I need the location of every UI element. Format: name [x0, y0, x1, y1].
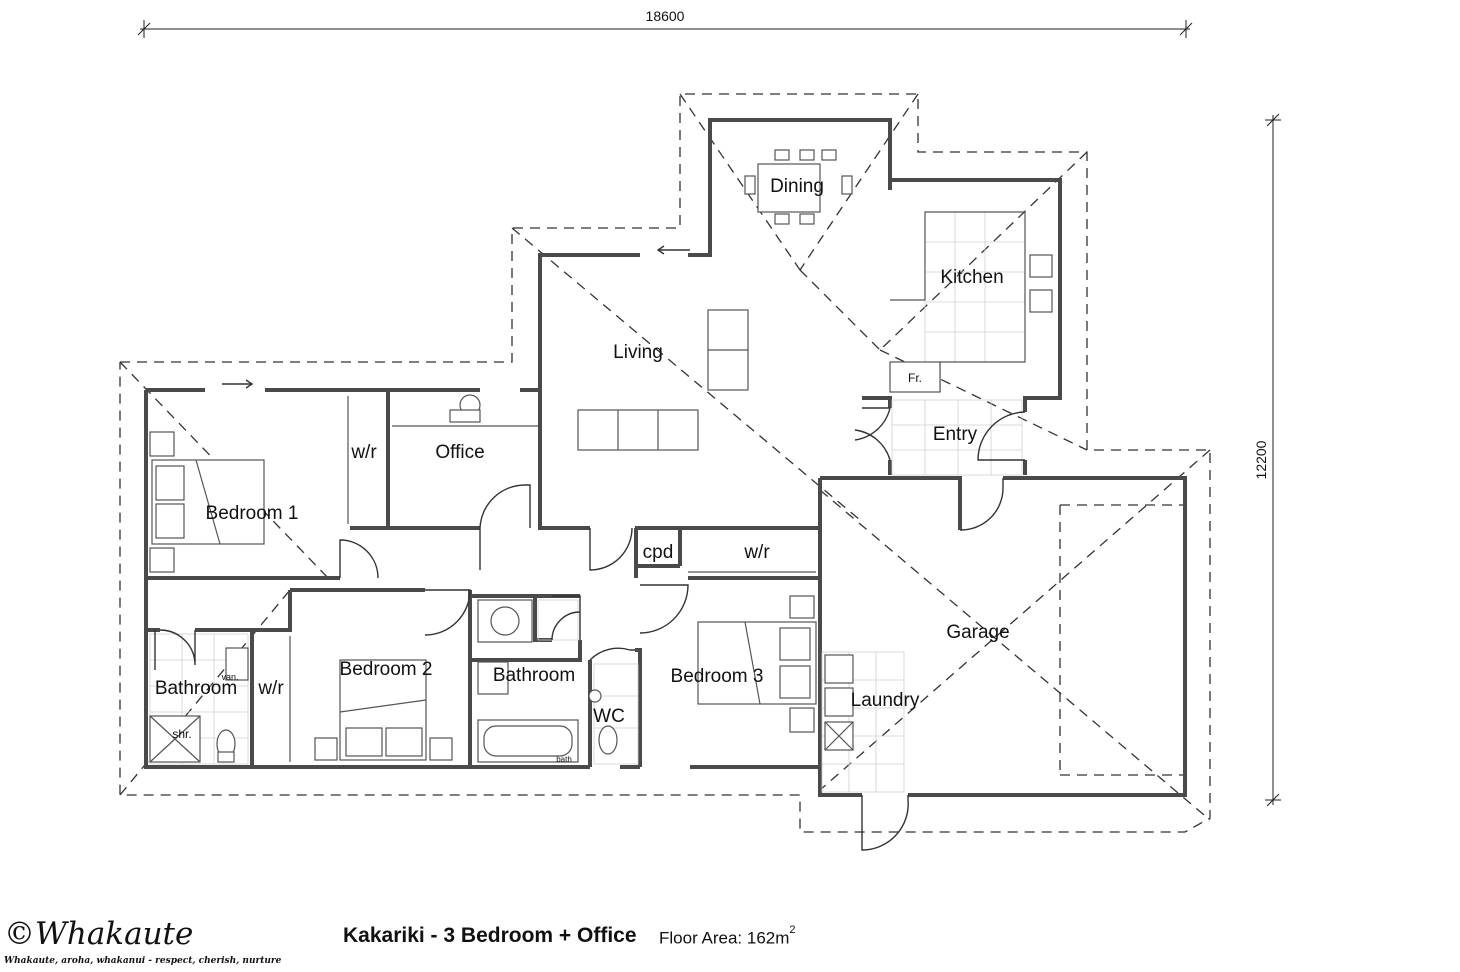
label-bathroom-mid: Bathroom — [493, 665, 575, 686]
label-bedroom-3: Bedroom 3 — [671, 666, 764, 687]
brand-logo: ©Whakaute — [4, 916, 194, 952]
interior-walls — [146, 180, 892, 767]
label-kitchen: Kitchen — [940, 267, 1003, 288]
living-sofas — [577, 309, 749, 451]
label-bedroom-1: Bedroom 1 — [206, 503, 299, 524]
label-bedroom-2: Bedroom 2 — [340, 659, 433, 680]
label-entry: Entry — [933, 424, 978, 445]
floor-area-label: Floor Area: 162m — [659, 928, 790, 948]
label-laundry: Laundry — [851, 690, 920, 711]
entry-tiles — [891, 399, 1023, 476]
kitchen-bench — [889, 211, 1053, 393]
dining-table — [744, 149, 853, 225]
label-shower: shr. — [172, 727, 191, 741]
label-living: Living — [613, 342, 663, 363]
exterior-walls — [144, 118, 1187, 797]
label-dining: Dining — [770, 176, 824, 197]
floor-area-unit: 2 — [789, 924, 796, 936]
floor-area: Floor Area: 162m2 — [659, 924, 796, 949]
depth-dimension: 12200 — [1253, 113, 1281, 807]
label-garage: Garage — [946, 622, 1009, 643]
roof-outline — [119, 93, 1211, 833]
width-dimension: 18600 — [137, 8, 1193, 38]
brand-tagline: Whakaute, aroha, whakanui - respect, che… — [4, 956, 282, 966]
plan-title: Kakariki - 3 Bedroom + Office — [343, 924, 637, 947]
bathroom-left-fixtures — [149, 647, 249, 763]
label-bath: bath — [556, 755, 572, 764]
doors — [154, 245, 1026, 851]
bathroom-mid-fixtures — [477, 599, 618, 763]
depth-dimension-label: 12200 — [1253, 440, 1269, 479]
laundry-fixtures — [824, 654, 854, 751]
label-cpd: cpd — [643, 542, 674, 563]
bed-3 — [697, 595, 817, 733]
label-wr-2: w/r — [257, 678, 284, 699]
label-office: Office — [435, 442, 484, 463]
bed-1 — [149, 431, 265, 573]
label-wr-1: w/r — [350, 442, 377, 463]
bed-2 — [289, 636, 453, 762]
label-fridge: Fr. — [908, 371, 922, 385]
width-dimension-label: 18600 — [646, 8, 685, 24]
office-desk — [392, 394, 538, 427]
label-wr-3: w/r — [743, 542, 770, 563]
label-wc: WC — [593, 706, 625, 727]
label-vanity: van. — [221, 672, 238, 682]
room-labels: Dining Kitchen Fr. Living Entry Office w… — [155, 176, 1010, 764]
label-bathroom-left: Bathroom — [155, 678, 237, 699]
